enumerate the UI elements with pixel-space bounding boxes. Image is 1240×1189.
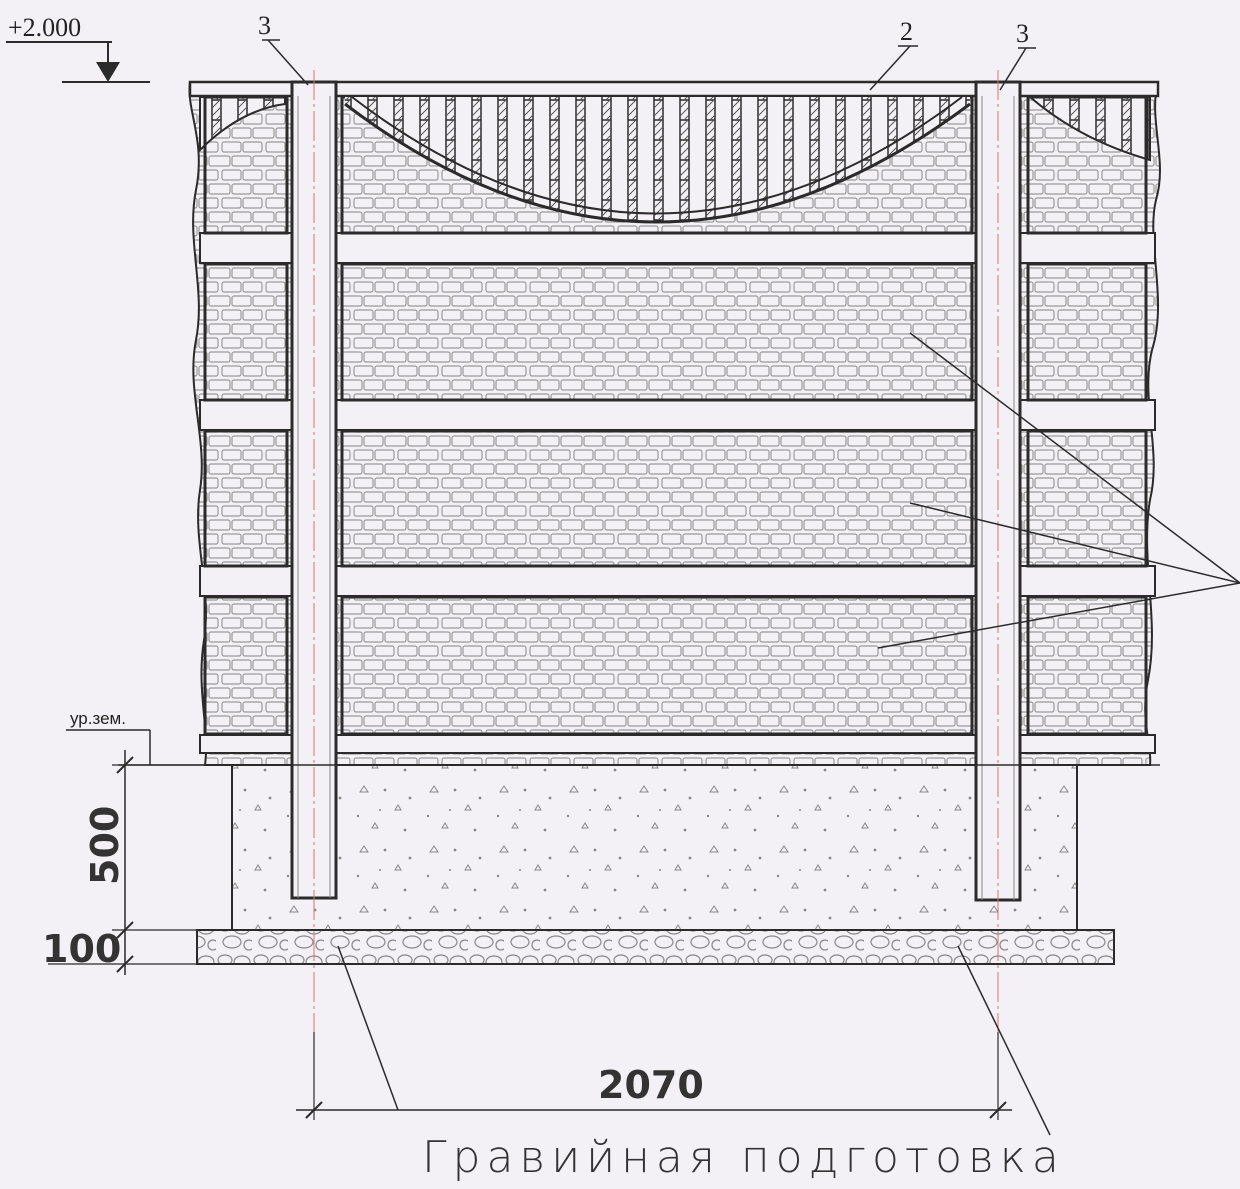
svg-text:2: 2 [900, 17, 913, 46]
svg-text:3: 3 [258, 11, 271, 40]
dim-gravel-height: 100 [42, 927, 121, 971]
elevation-triangle-icon [96, 62, 120, 82]
dim-foundation-height: 500 [83, 806, 127, 885]
panel-3 [340, 429, 974, 568]
gravel-caption: Гравийная подготовка [337, 945, 1065, 1183]
callout-post-left: 3 [258, 11, 309, 86]
callout-post-right: 3 [999, 19, 1036, 91]
ground-level-label: ур.зем. [70, 709, 126, 728]
gravel-caption-text: Гравийная подготовка [422, 1132, 1065, 1183]
panel-4 [340, 595, 974, 736]
svg-text:3: 3 [1016, 19, 1029, 48]
gravel-bedding [196, 929, 1115, 965]
elevation-label: +2.000 [8, 13, 81, 42]
dimension-vertical: 500 100 [42, 750, 232, 975]
dim-post-spacing: 2070 [598, 1063, 704, 1107]
callout-panel-top: 2 [869, 17, 918, 91]
panel-leaders [877, 332, 1240, 649]
arch-curve [344, 102, 971, 224]
ground-level-mark: ур.зем. [66, 709, 151, 765]
concrete-foundation [231, 764, 1078, 931]
dimension-horizontal: 2070 [296, 1032, 1012, 1120]
elevation-mark: +2.000 [6, 13, 150, 83]
right-ribs [1027, 96, 1151, 162]
panel-2 [340, 262, 974, 402]
